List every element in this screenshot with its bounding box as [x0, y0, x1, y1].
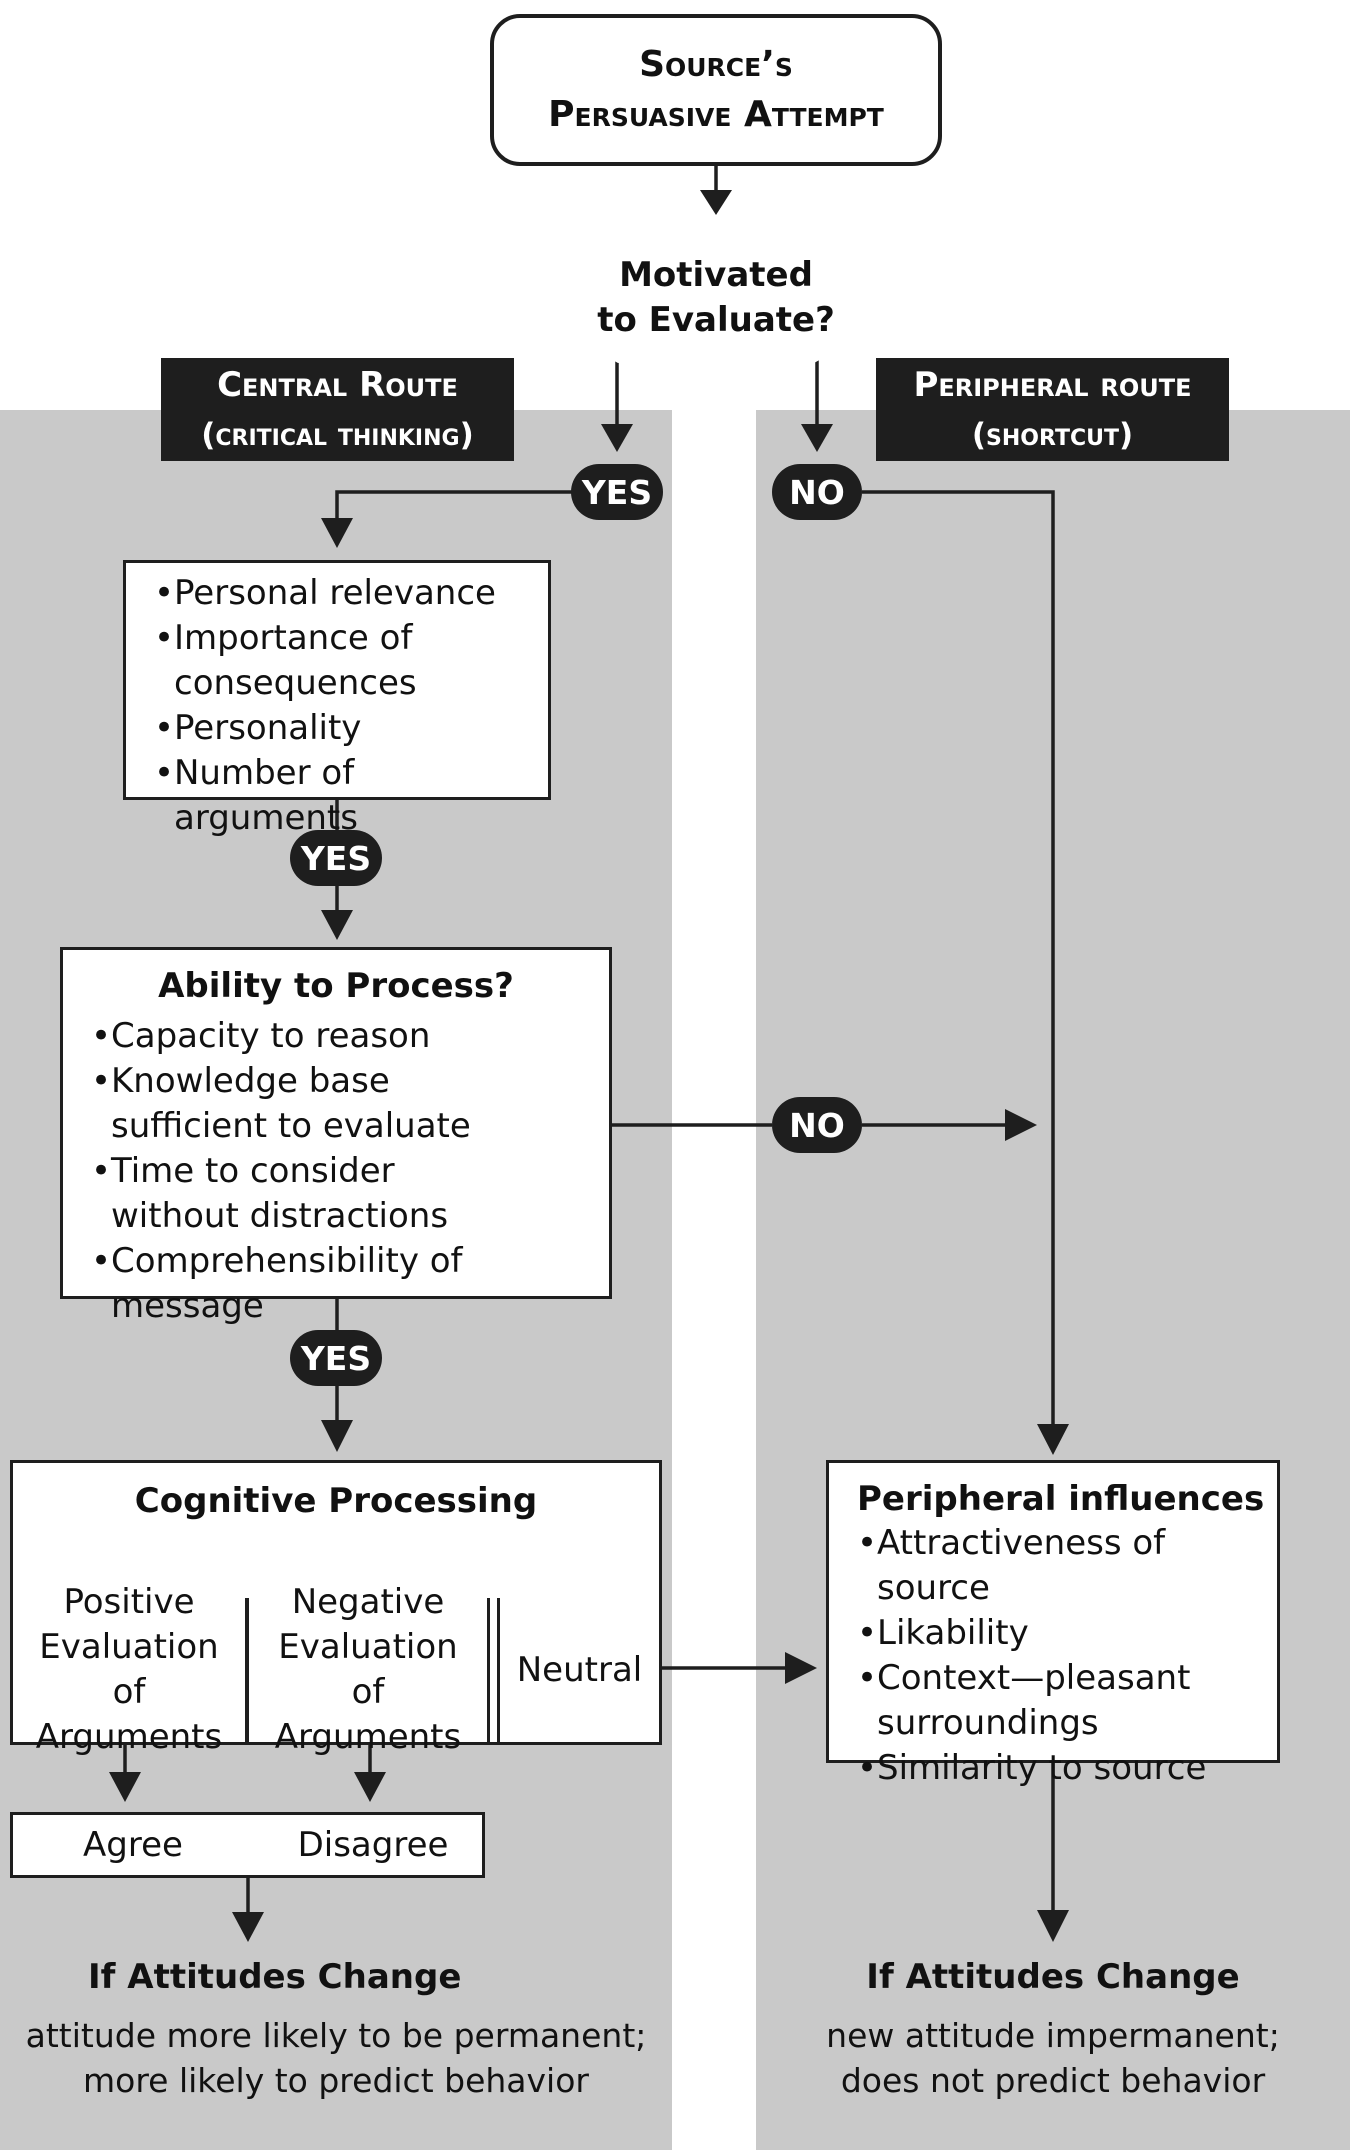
peripheral-influences-title: Peripheral influences	[857, 1479, 1265, 1519]
central-result-line1: attitude more likely to be permanent;	[25, 2016, 647, 2055]
ability-box: Ability to Process? Capacity to reason K…	[60, 947, 612, 1326]
central-result: If Attitudes Change attitude more likely…	[0, 1955, 672, 2103]
arrow-head-peripheral-result	[1037, 1910, 1069, 1942]
arrow-head-no2	[1005, 1109, 1037, 1141]
arrow-start-to-decision-head	[700, 190, 732, 215]
peripheral-influences-list: Attractiveness of source Likability Cont…	[857, 1521, 1277, 1791]
yes-pill-motivation: YES	[571, 464, 663, 520]
peripheral-route-label: Peripheral route (shortcut)	[876, 358, 1229, 461]
decision-line1: Motivated	[619, 255, 813, 295]
arrow-head-motivation-box	[321, 518, 353, 548]
motivation-factors-box: Personal relevance Importance of consequ…	[123, 560, 551, 838]
peripheral-influence-item: Attractiveness of source	[857, 1521, 1277, 1611]
neutral-box: Neutral	[497, 1598, 662, 1745]
ability-item: Comprehensibility of message	[91, 1239, 609, 1329]
central-result-title: If Attitudes Change	[88, 1957, 462, 1997]
ability-item: Capacity to reason	[91, 1014, 609, 1059]
central-result-line2: more likely to predict behavior	[83, 2061, 589, 2100]
decision-label: Motivated to Evaluate?	[580, 253, 852, 343]
motivation-factor-item: Personality	[154, 706, 534, 751]
start-box: Source’s Persuasive Attempt	[490, 14, 942, 166]
ability-title: Ability to Process?	[158, 966, 514, 1006]
central-route-line2: (critical thinking)	[201, 416, 474, 453]
ability-list: Capacity to reason Knowledge base suffic…	[91, 1014, 609, 1329]
cognitive-title: Cognitive Processing	[134, 1481, 538, 1521]
positive-evaluation-box: Positive Evaluation of Arguments	[10, 1582, 248, 1757]
peripheral-result: If Attitudes Change new attitude imperma…	[756, 1955, 1350, 2103]
line-no-to-peripheral	[862, 490, 1055, 1430]
motivation-factors-list: Personal relevance Importance of consequ…	[154, 571, 534, 841]
positive-evaluation-label: Positive Evaluation of Arguments	[35, 1582, 223, 1757]
peripheral-route-line1: Peripheral route	[913, 364, 1192, 405]
peripheral-result-line1: new attitude impermanent;	[826, 2016, 1280, 2055]
arrow-head-cognitive-box	[321, 1420, 353, 1452]
start-title-line1: Source’s	[639, 44, 793, 85]
arrow-head-agree	[109, 1772, 141, 1802]
ability-item: Knowledge base sufficient to evaluate	[91, 1059, 531, 1149]
arrow-head-no-1	[801, 424, 833, 452]
decision-starburst	[560, 243, 872, 370]
ability-item: Time to consider without distractions	[91, 1149, 531, 1239]
arrow-head-ability-box	[321, 910, 353, 940]
agree-disagree-box: Agree Disagree	[10, 1812, 485, 1878]
arrow-head-disagree	[354, 1772, 386, 1802]
no-pill-ability: NO	[772, 1097, 862, 1153]
central-route-label: Central Route (critical thinking)	[161, 358, 514, 461]
peripheral-influences-box: Peripheral influences Attractiveness of …	[826, 1460, 1280, 1791]
arrow-head-neutral-peripheral	[785, 1652, 817, 1684]
negative-evaluation-label: Negative Evaluation of Arguments	[274, 1582, 462, 1757]
peripheral-result-title: If Attitudes Change	[866, 1957, 1240, 1997]
peripheral-influence-item: Context—pleasant surroundings	[857, 1656, 1207, 1746]
peripheral-route-line2: (shortcut)	[971, 416, 1134, 453]
yes-pill-cognitive: YES	[290, 1330, 382, 1386]
central-route-line1: Central Route	[217, 364, 458, 405]
motivation-factor-item: Personal relevance	[154, 571, 534, 616]
peripheral-influence-item: Similarity to source	[857, 1746, 1277, 1791]
no-pill-motivation: NO	[772, 464, 862, 520]
line-yes-to-motivation-box	[335, 490, 572, 525]
peripheral-result-line2: does not predict behavior	[840, 2061, 1266, 2100]
decision-line2: to Evaluate?	[597, 300, 835, 340]
disagree-label: Disagree	[297, 1825, 449, 1865]
start-title-line2: Persuasive Attempt	[548, 94, 884, 135]
neutral-label: Neutral	[516, 1650, 643, 1690]
negative-evaluation-box: Negative Evaluation of Arguments	[246, 1582, 490, 1757]
motivation-factor-item: Number of arguments	[154, 751, 534, 841]
arrow-head-peripheral-box	[1037, 1424, 1069, 1455]
arrow-head-yes-1	[601, 424, 633, 452]
arrow-head-central-result	[232, 1912, 264, 1942]
peripheral-influence-item: Likability	[857, 1611, 1277, 1656]
motivation-factor-item: Importance of consequences	[154, 616, 444, 706]
agree-label: Agree	[83, 1825, 183, 1865]
